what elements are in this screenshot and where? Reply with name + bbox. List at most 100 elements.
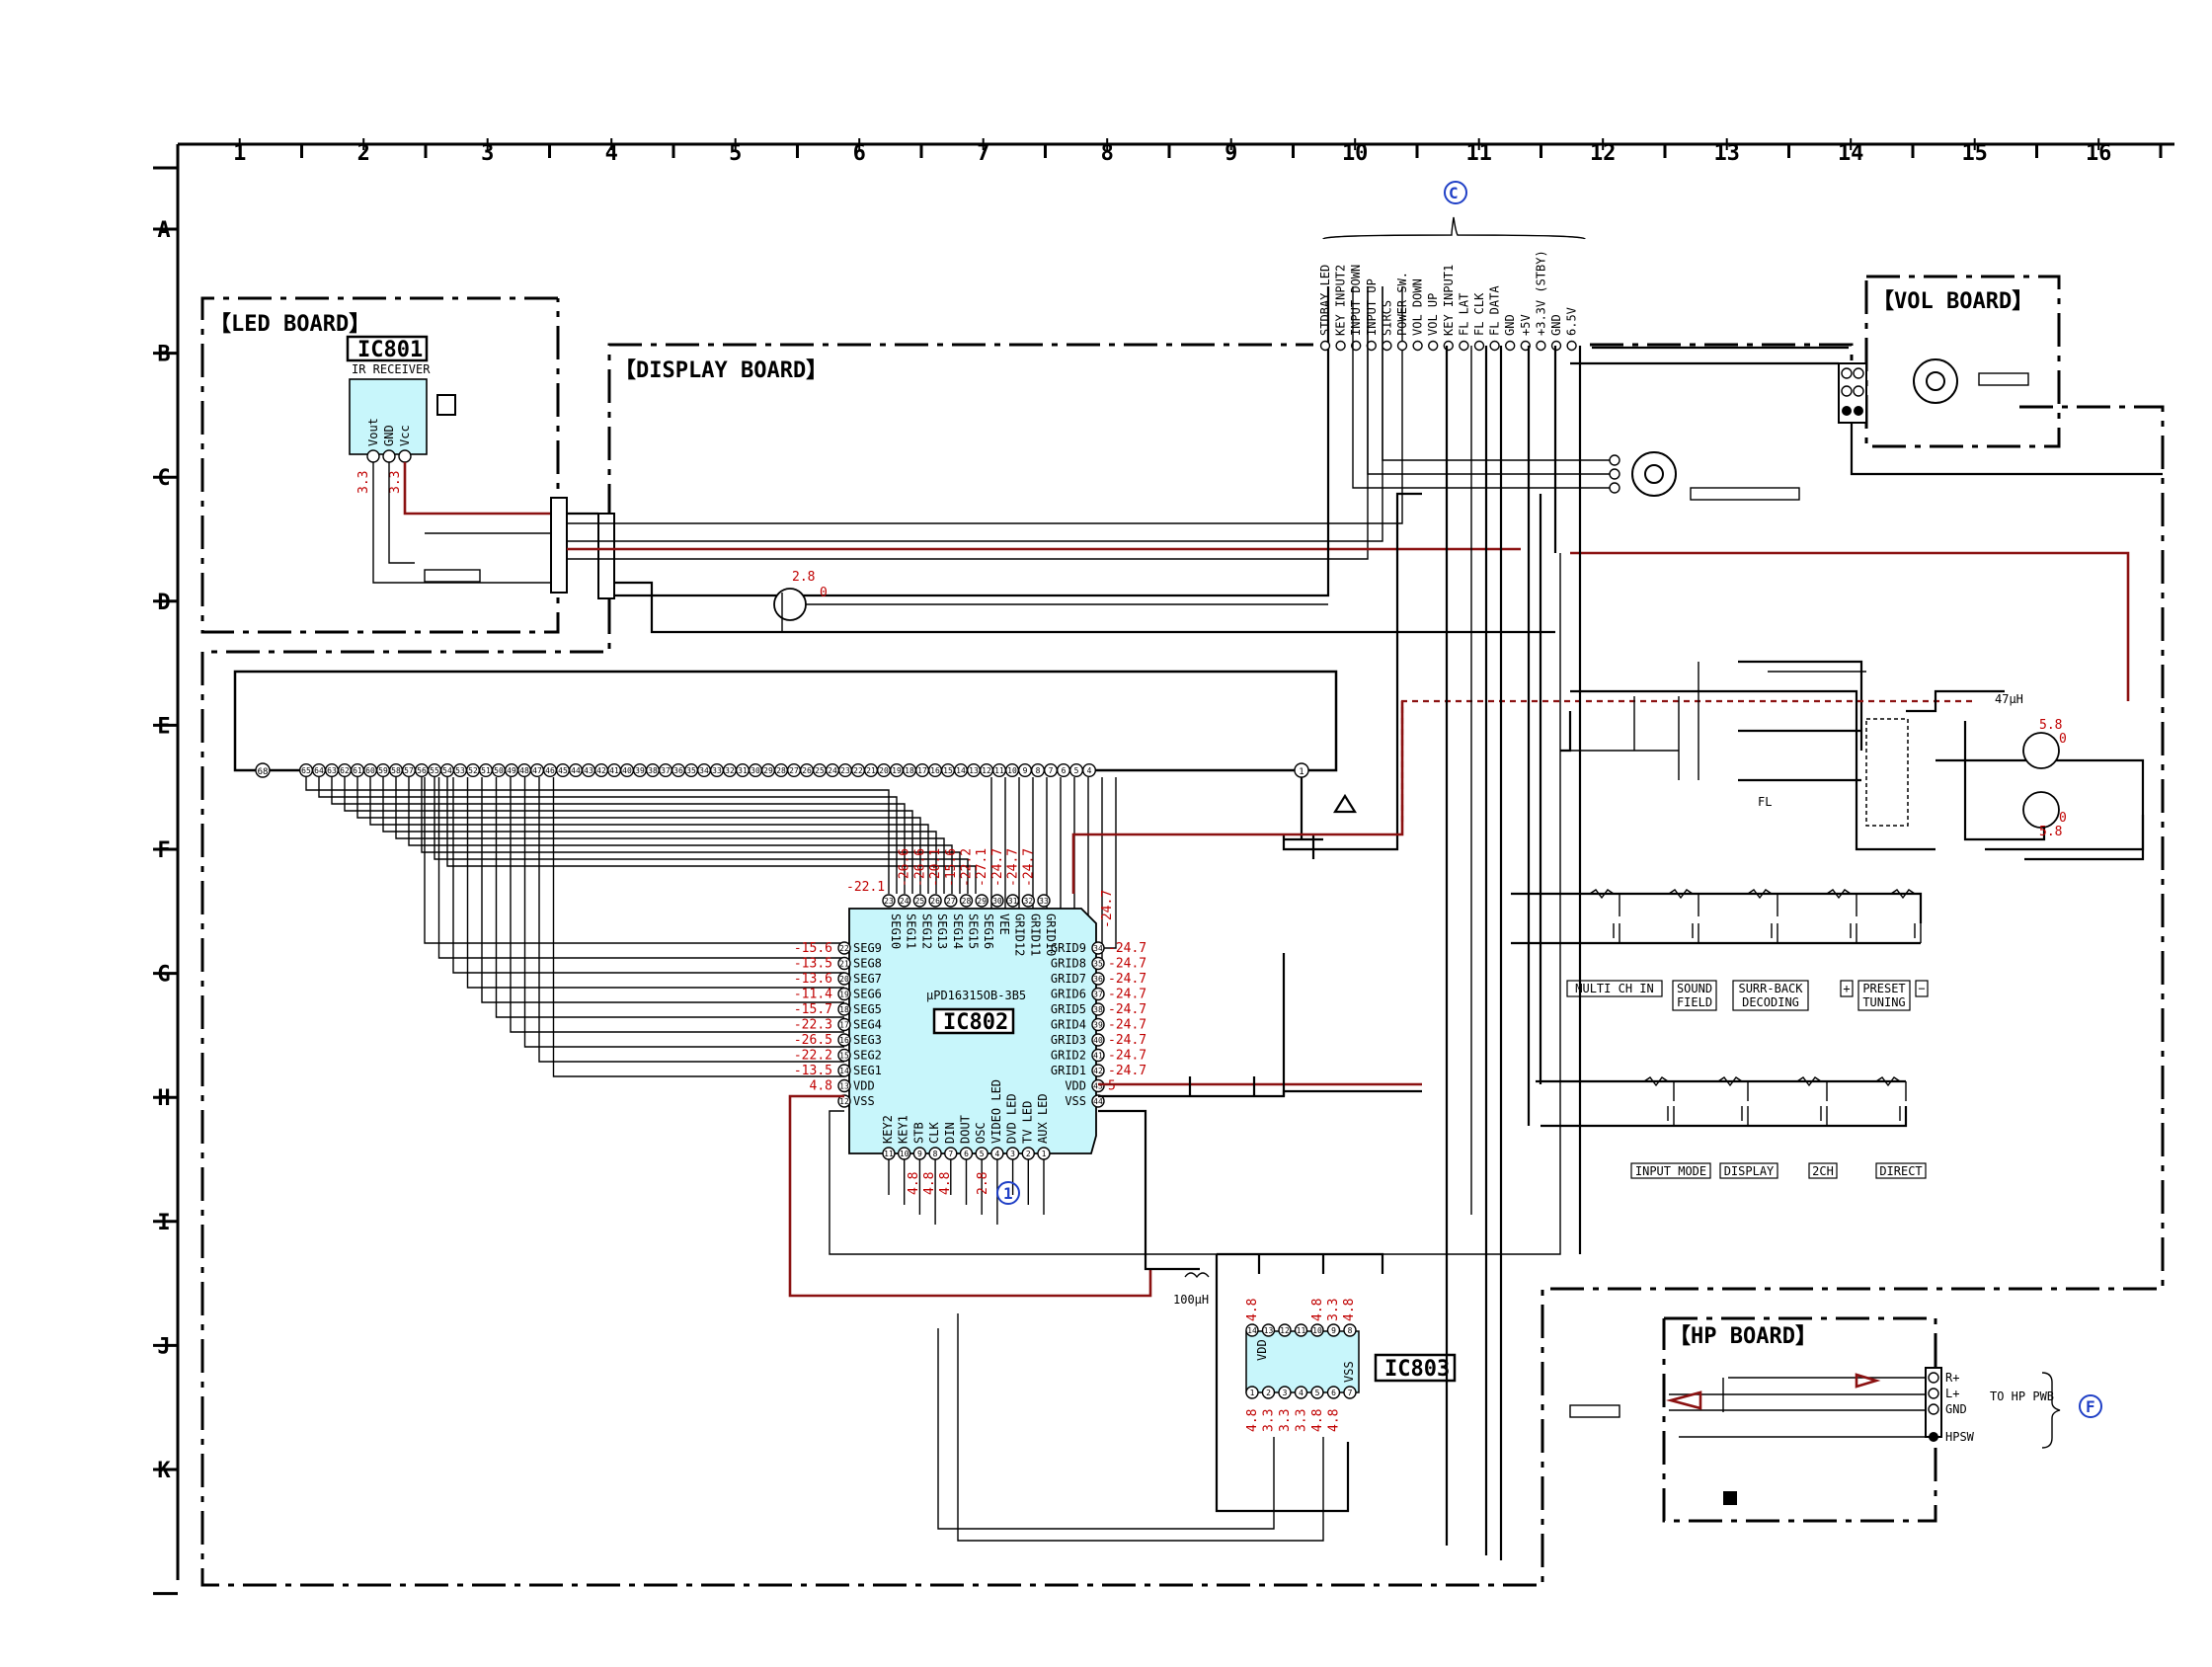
ic802-top-voltage: -26.6	[898, 848, 912, 887]
ic802-pin-label: VSS	[1065, 1094, 1086, 1108]
ic802-top-voltage: -15.6	[944, 848, 959, 887]
fl-bus-wire	[344, 777, 913, 894]
ic802-pin	[1091, 1002, 1105, 1016]
ic802-pin-label: GRID8	[1051, 957, 1086, 971]
fl-pin-num: 5	[1074, 766, 1079, 775]
ic802-pin-label: VIDEO LED	[989, 1079, 1003, 1144]
ic803-vdd: VDD	[1255, 1339, 1269, 1361]
row-label-D: D	[157, 591, 170, 615]
column-label-8: 8	[1101, 141, 1114, 166]
ic802-pin-num: 28	[962, 897, 972, 906]
ic802-top-voltage: -26.6	[912, 848, 927, 887]
fl-bus-wire	[495, 777, 844, 1018]
ic801-pin-gnd: GND	[382, 425, 396, 446]
connector-c-pin	[1382, 340, 1392, 352]
ic802-pin-voltage: -24.7	[1108, 1002, 1146, 1017]
key-label: DISPLAY	[1724, 1164, 1775, 1178]
ic802-pin-label: GRID4	[1051, 1018, 1086, 1032]
ic802-pin-num: 32	[1023, 897, 1033, 906]
ic802-top-voltage: -24.7	[1021, 848, 1036, 887]
column-label-15: 15	[1961, 141, 1988, 166]
ic803-top-voltage: 4.8	[1310, 1299, 1325, 1321]
fl-pin-num: 12	[982, 766, 991, 775]
ic802-pin-num: 1	[1042, 1150, 1047, 1158]
ic802-pin-voltage: 5	[1108, 1079, 1116, 1094]
fl-pin-num: 23	[840, 766, 850, 775]
column-label-12: 12	[1590, 141, 1617, 166]
ic803-pin	[1278, 1323, 1292, 1337]
ic803-bottom-voltage: 3.3	[1262, 1409, 1277, 1432]
fl-pin-num: 36	[673, 766, 683, 775]
connector-c-signal: +5V	[1519, 314, 1533, 336]
ic802-pin	[837, 1017, 851, 1032]
column-label-7: 7	[977, 141, 989, 166]
fl-bus-wire	[452, 777, 844, 974]
ic803-pin	[1245, 1323, 1259, 1337]
connector-c-ref: C	[1449, 184, 1459, 202]
fl-pin-num: 32	[725, 766, 735, 775]
ic803-pin	[1343, 1323, 1357, 1337]
ic802-pin-num: 39	[1093, 1021, 1103, 1030]
fl-bus-wire	[538, 777, 844, 1063]
resistor	[1826, 889, 1852, 900]
ic802-pin-label: GRID3	[1051, 1033, 1086, 1047]
fl-pin-num: 62	[340, 766, 350, 775]
ic801: IC801 IR RECEIVER Vout GND Vcc 3.3 3.3	[346, 335, 553, 584]
connector-c-signal: POWER SW.	[1395, 272, 1409, 336]
ic802-pin-label: GRID11	[1028, 913, 1042, 956]
key-switch	[1741, 1081, 1749, 1126]
fl-pin-num: 13	[969, 766, 979, 775]
key-label-box	[1719, 1162, 1778, 1179]
ic802-top-voltage: -22.2	[960, 848, 975, 887]
row-label-B: B	[157, 343, 170, 367]
resistor	[1875, 1076, 1901, 1087]
ic803-name: IC803	[1384, 1357, 1450, 1382]
key-label-box	[1875, 1162, 1927, 1179]
ic803-pin-num: 4	[1299, 1389, 1304, 1397]
fl-bus-wire	[305, 777, 890, 894]
ic802-pin	[959, 894, 974, 908]
key-switch	[1667, 1081, 1675, 1126]
ic802-pin-label: GRID9	[1051, 941, 1086, 955]
ic802-pin-label: SEG6	[853, 988, 882, 1001]
fl-bus-wire	[552, 777, 844, 1077]
ic802-pin	[1091, 1048, 1105, 1063]
fl-bus-wire	[408, 777, 953, 894]
ic802-pin-num: 19	[839, 991, 849, 999]
fl-pin-num: 39	[635, 766, 645, 775]
led-board-title: 【LED BOARD】	[209, 312, 370, 337]
ic803-bottom-voltage: 3.3	[1295, 1409, 1309, 1432]
ic802-pin-num: 40	[1093, 1036, 1103, 1045]
key-label-box	[1732, 980, 1809, 1011]
ic802-name: IC802	[943, 1010, 1008, 1035]
ic802-pin	[1091, 1078, 1105, 1093]
resistor	[1643, 1076, 1669, 1087]
ic802-pin	[882, 894, 896, 908]
ic802-pin-num: 36	[1093, 975, 1103, 984]
ic802-pin-num: 25	[915, 897, 925, 906]
fl-pin-num: 48	[519, 766, 529, 775]
fl-bus-wire	[437, 777, 844, 959]
ic802-pin-label: SEG13	[935, 913, 949, 949]
fl-pin-num: 14	[956, 766, 966, 775]
fl-bus-wire	[395, 777, 945, 894]
ic801-desc: IR RECEIVER	[352, 362, 431, 376]
ic802-part: μPD16315OB-3B5	[926, 989, 1026, 1002]
connector-c-pin	[1504, 340, 1516, 352]
ic802-pin-voltage: -13.5	[794, 1064, 832, 1078]
connector-c-pin	[1536, 340, 1546, 352]
ic802-pin-label: KEY2	[881, 1115, 895, 1144]
ic802-pin-label: SEG5	[853, 1002, 882, 1016]
vol-board	[1570, 346, 2163, 476]
key-label-box	[1915, 980, 1929, 997]
fl-pin-num: 42	[596, 766, 606, 775]
ic802-pin-label: SEG2	[853, 1049, 882, 1063]
fl-bus-wire	[382, 777, 937, 894]
transistor-v-b: 2.8	[792, 570, 815, 585]
ic803-pin-num: 11	[1297, 1326, 1306, 1335]
ic803-pin	[1278, 1386, 1292, 1399]
resistor	[1796, 1076, 1822, 1087]
ic802-pin-label: GRID1	[1051, 1064, 1086, 1077]
fl-pin-num: 29	[763, 766, 773, 775]
ic802-pin-num: 37	[1093, 991, 1103, 999]
